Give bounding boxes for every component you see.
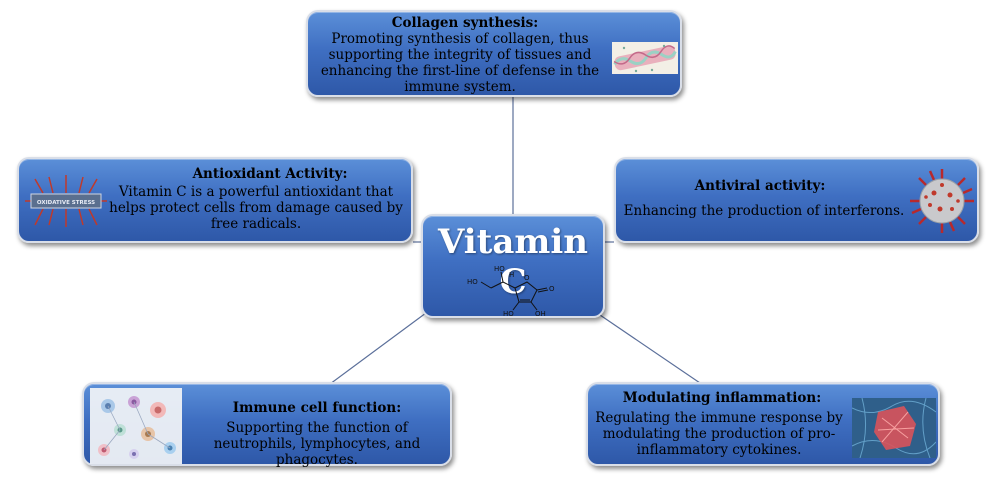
connector-inflammation <box>599 314 701 384</box>
immune-cell-function-box: Immune cell function: Supporting the fun… <box>82 382 452 468</box>
modulating-inflammation-box: Modulating inflammation: Regulating the … <box>586 382 940 466</box>
collagen-text: Promoting synthesis of collagen, thus su… <box>320 31 600 95</box>
collagen-fiber-image <box>612 42 678 74</box>
structure-label-ho-bottom: HO <box>503 310 514 316</box>
vitamin-c-title: Vitamin C <box>437 222 589 302</box>
antioxidant-title: Antioxidant Activity: <box>192 166 348 182</box>
oxidative-stress-image: OXIDATIVE STRESS <box>25 175 107 227</box>
ascorbic-acid-structure: HO H HO O O HO OH <box>467 265 555 316</box>
antiviral-activity-box: Antiviral activity: Enhancing the produc… <box>614 157 979 243</box>
connector-immune <box>329 309 431 385</box>
structure-label-carbonyl-o: O <box>549 285 555 293</box>
virus-image <box>910 169 974 233</box>
immune-title: Immune cell function: <box>232 400 402 416</box>
structure-label-h: H <box>509 271 514 279</box>
structure-label-oh-bottom: OH <box>535 310 546 316</box>
antiviral-title: Antiviral activity: <box>694 178 826 194</box>
antioxidant-text: Vitamin C is a powerful antioxidant that… <box>109 184 403 232</box>
immune-cells-image <box>90 388 182 464</box>
structure-label-ho-left: HO <box>467 278 478 286</box>
inflamed-tissue-image <box>852 398 936 458</box>
collagen-synthesis-box: Collagen synthesis: Promoting synthesis … <box>306 10 682 97</box>
inflammation-title: Modulating inflammation: <box>622 390 822 406</box>
antioxidant-activity-box: OXIDATIVE STRESS Antioxidant Activity: V… <box>17 157 413 243</box>
antiviral-text: Enhancing the production of interferons. <box>623 203 905 219</box>
collagen-title: Collagen synthesis: <box>391 15 539 31</box>
structure-label-ho-top: HO <box>494 265 505 273</box>
inflammation-text: Regulating the immune response by modula… <box>595 410 843 458</box>
vitamin-c-center-box: Vitamin C HO H HO O O HO OH <box>421 214 605 318</box>
oxidative-stress-label: OXIDATIVE STRESS <box>37 200 95 206</box>
structure-label-ring-o: O <box>524 274 530 282</box>
immune-text: Supporting the function of neutrophils, … <box>213 420 421 468</box>
